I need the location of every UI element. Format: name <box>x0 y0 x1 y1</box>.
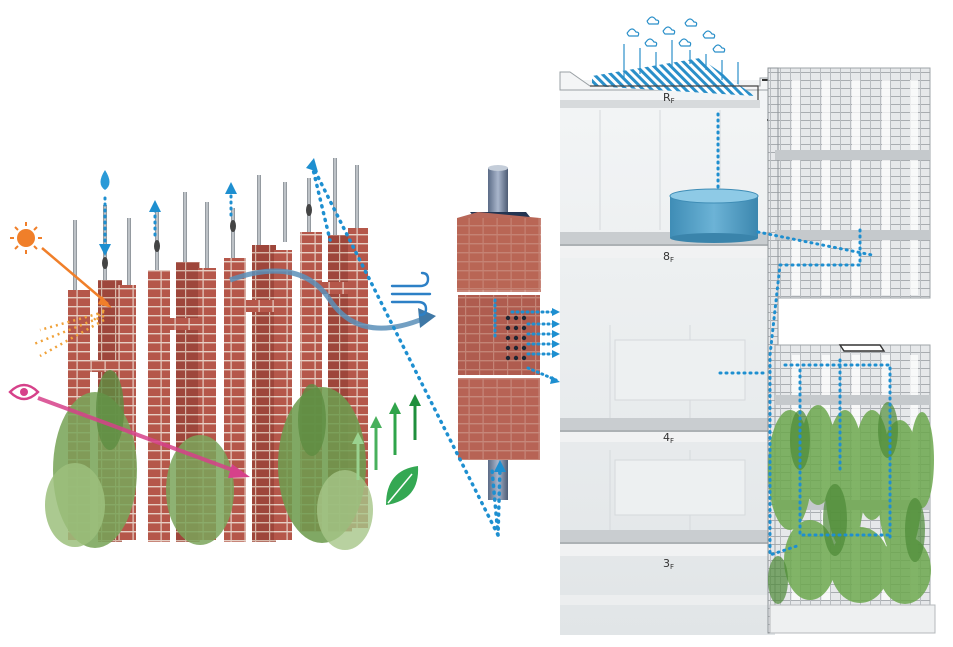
brick-block-middle <box>458 295 540 375</box>
wind-arrow <box>229 268 436 331</box>
floor-slabs <box>559 71 776 605</box>
brick-lattice-module <box>8 158 436 550</box>
floor-label-3: 3F <box>663 557 674 571</box>
brick-block-bottom <box>458 378 540 460</box>
brick-ties <box>80 282 356 372</box>
water-absorb-arrows <box>103 188 233 252</box>
wind-icon <box>390 271 432 317</box>
sunlight-arrows <box>33 247 112 358</box>
floor-labels: RF 8F 4F 3F <box>663 91 675 571</box>
brick-block-top <box>457 212 541 292</box>
water-flow-path <box>716 112 892 558</box>
building-section: RF 8F 4F 3F <box>559 16 936 635</box>
vent-air-arrows <box>493 298 558 382</box>
sun-icon <box>10 222 42 254</box>
floor-label-8: 8F <box>663 250 674 264</box>
interior-partitions <box>599 110 746 530</box>
vent-holes <box>505 315 527 361</box>
growth-arrows <box>352 394 421 480</box>
floor-label-4: 4F <box>663 431 674 445</box>
leaf-icon <box>386 466 419 505</box>
sightline-arrow <box>37 396 250 478</box>
rain-cloud-icon <box>623 16 739 84</box>
eye-icon <box>8 383 40 401</box>
water-collection-path <box>310 163 502 537</box>
water-drop-icon <box>100 170 110 190</box>
floor-label-r: RF <box>663 91 675 105</box>
brick-module-detail <box>457 165 560 500</box>
water-tank <box>669 188 759 243</box>
rod-caps <box>102 204 312 269</box>
